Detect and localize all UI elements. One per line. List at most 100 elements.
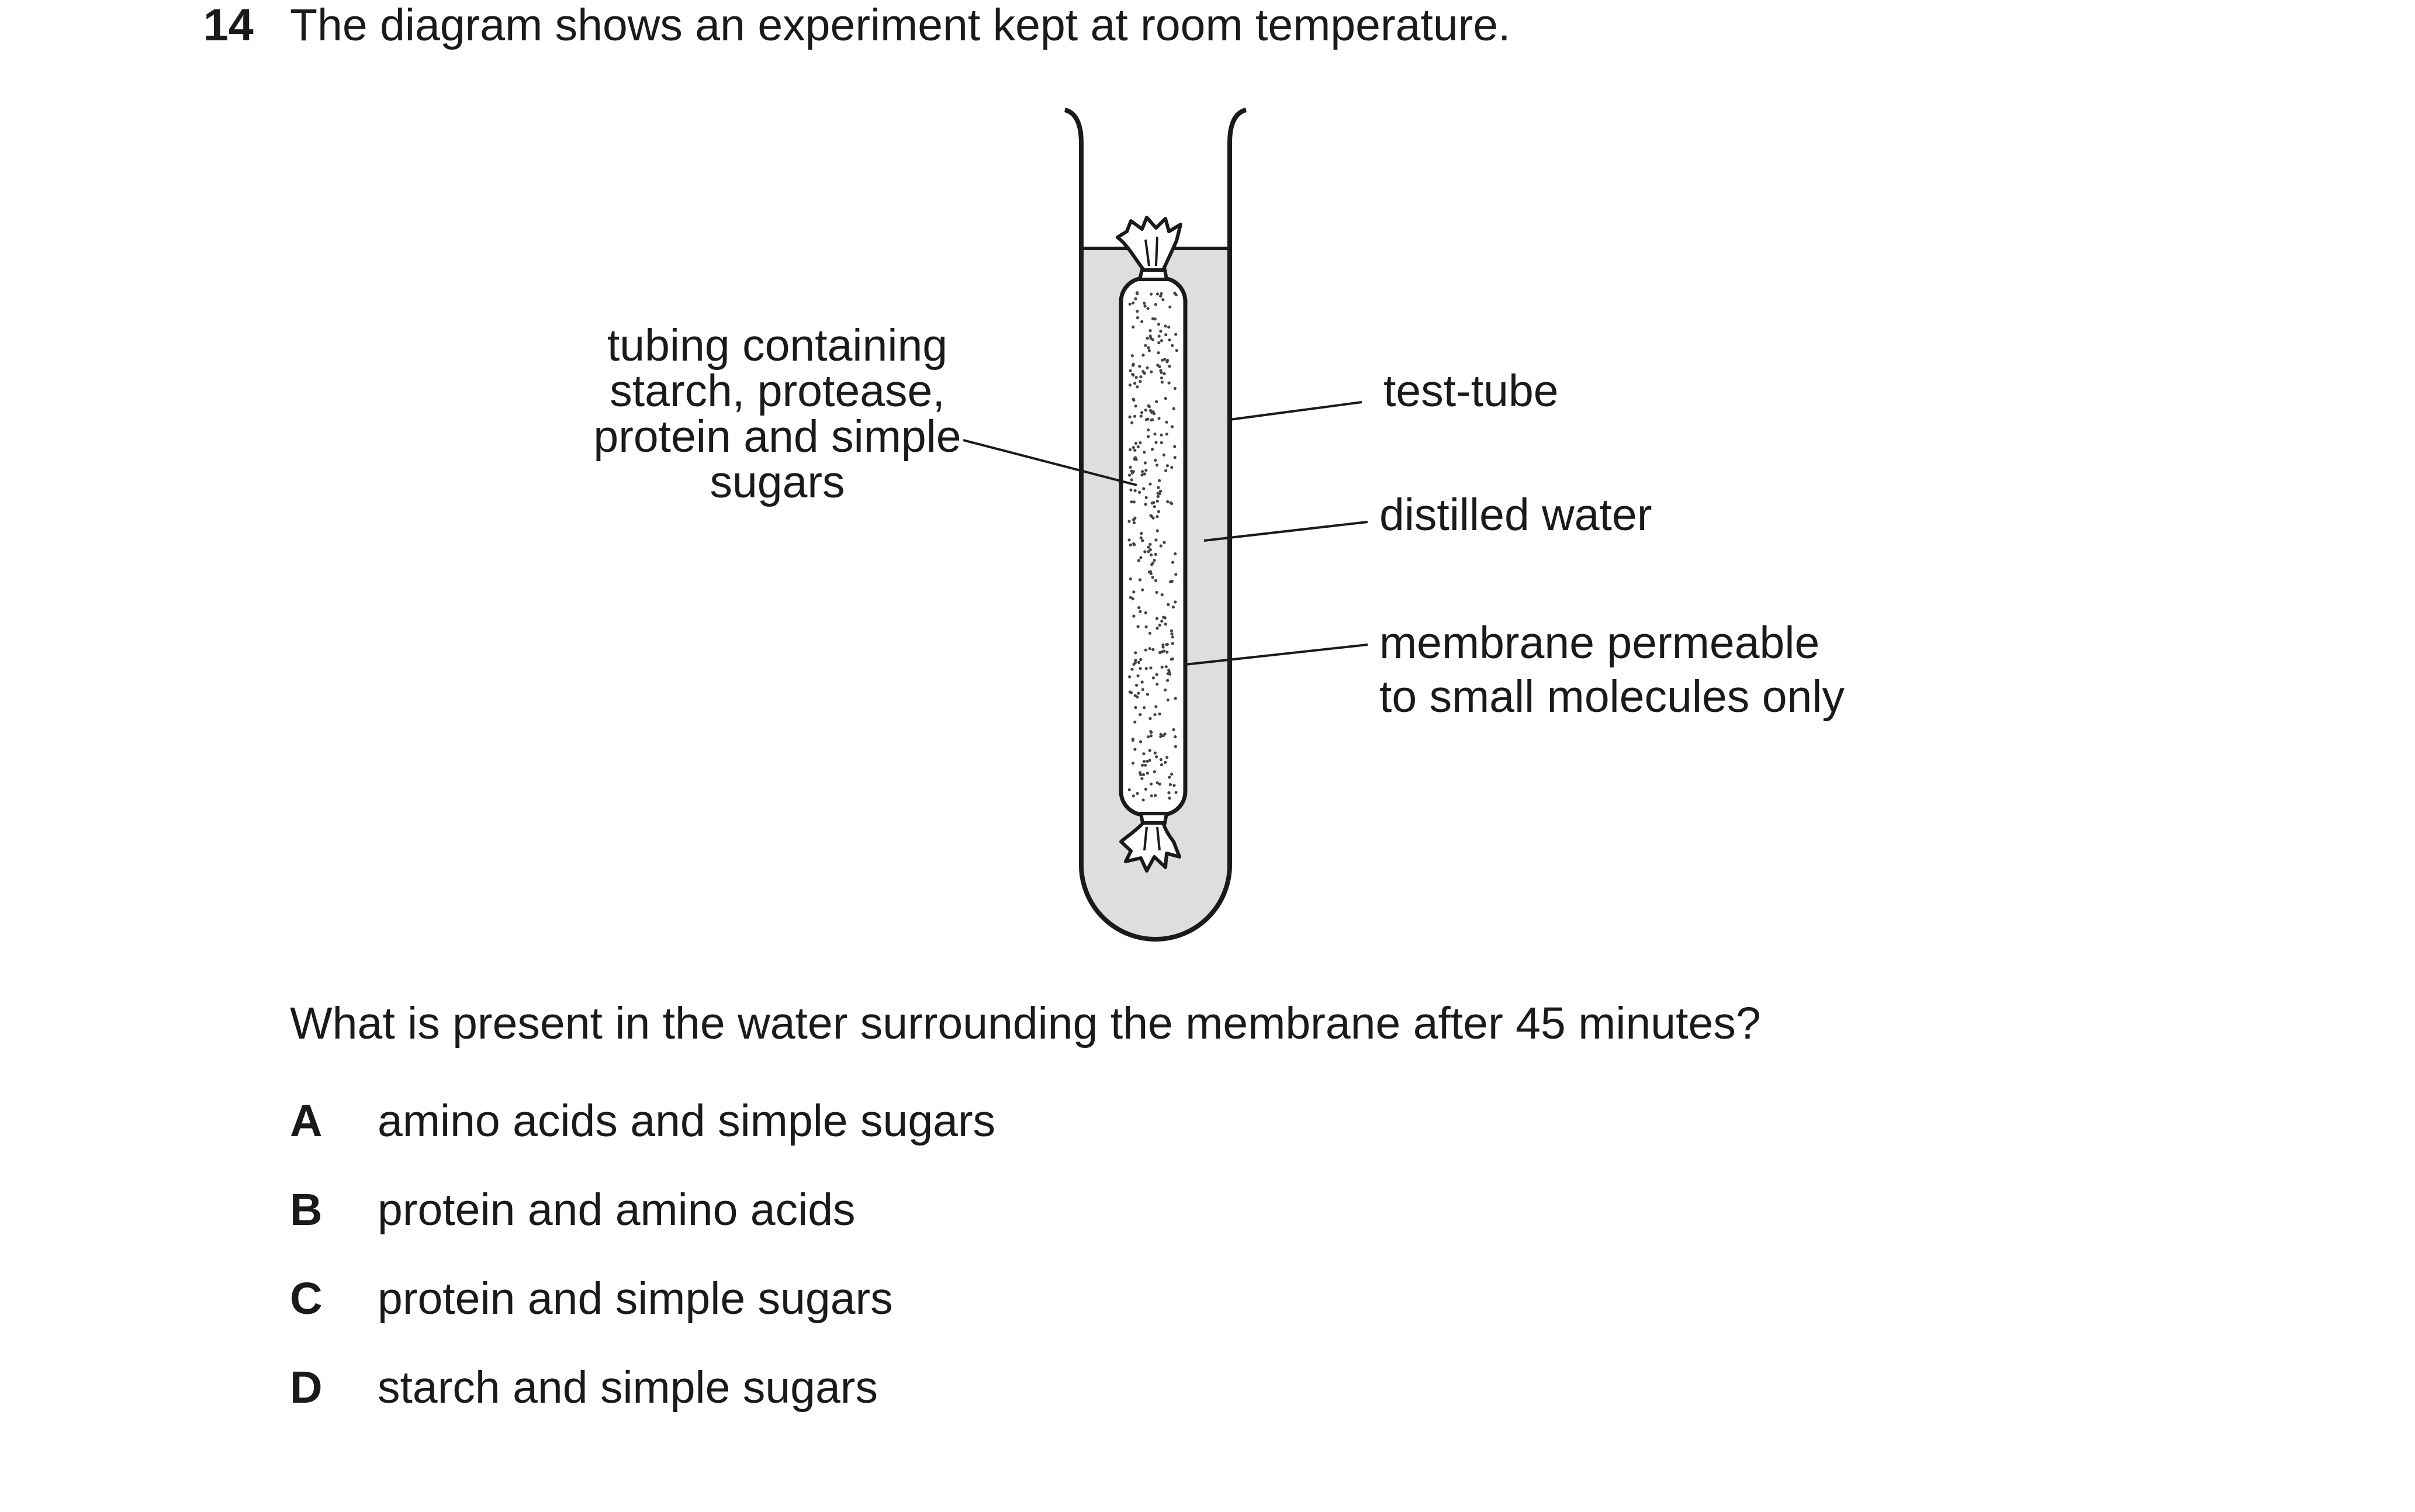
speckle-dot — [1158, 492, 1161, 496]
speckle-dot — [1134, 705, 1137, 710]
test-tube-leader-line — [1229, 401, 1362, 421]
speckle-dot — [1132, 470, 1135, 473]
speckle-dot — [1150, 410, 1154, 414]
speckle-dot — [1155, 515, 1159, 518]
speckle-dot — [1127, 520, 1131, 523]
speckle-dot — [1132, 301, 1135, 305]
speckle-dot — [1154, 303, 1158, 306]
speckle-dot — [1134, 441, 1138, 445]
speckle-dot — [1137, 660, 1141, 664]
speckle-dot — [1171, 635, 1174, 639]
speckle-dot — [1170, 629, 1173, 632]
option-text: protein and amino acids — [378, 1185, 856, 1235]
speckle-dot — [1153, 433, 1157, 436]
speckle-dot — [1148, 570, 1152, 573]
speckle-dot — [1148, 482, 1152, 486]
speckle-dot — [1131, 372, 1134, 376]
speckle-dot — [1143, 461, 1147, 465]
speckle-dot — [1155, 400, 1158, 404]
speckle-dot — [1143, 550, 1147, 553]
speckle-dot — [1151, 576, 1154, 579]
speckle-dot — [1147, 545, 1150, 549]
speckle-dot — [1151, 448, 1154, 451]
speckle-dot — [1165, 464, 1169, 468]
speckle-dot — [1143, 302, 1146, 305]
speckle-dot — [1155, 683, 1159, 686]
speckle-dot — [1174, 697, 1177, 700]
speckle-dot — [1164, 665, 1168, 669]
speckle-dot — [1127, 788, 1131, 791]
speckle-dot — [1147, 435, 1150, 438]
test-tube-label: test-tube — [1383, 366, 1559, 416]
speckle-dot — [1155, 463, 1159, 467]
speckle-dot — [1144, 625, 1148, 629]
speckle-dot — [1139, 667, 1142, 670]
speckle-dot — [1133, 748, 1137, 751]
speckle-dot — [1132, 662, 1136, 666]
speckle-dot — [1146, 771, 1149, 775]
speckle-dot — [1144, 763, 1147, 767]
speckle-dot — [1166, 359, 1170, 362]
speckle-dot — [1173, 445, 1177, 448]
speckle-dot — [1133, 414, 1137, 418]
speckle-dot — [1174, 293, 1178, 297]
speckle-dot — [1173, 456, 1177, 459]
speckle-dot — [1141, 370, 1145, 373]
speckle-dot — [1164, 333, 1168, 337]
speckle-dot — [1141, 539, 1144, 542]
speckle-dot — [1160, 339, 1164, 342]
speckle-dot — [1143, 451, 1146, 454]
speckle-dot — [1164, 688, 1167, 692]
speckle-dot — [1159, 369, 1162, 372]
speckle-dot — [1146, 693, 1149, 696]
speckle-dot — [1148, 631, 1152, 635]
speckle-dot — [1153, 559, 1156, 562]
speckle-dot — [1165, 642, 1169, 646]
speckle-dot — [1144, 667, 1148, 670]
speckle-dot — [1150, 731, 1153, 734]
speckle-dot — [1130, 667, 1134, 671]
speckle-dot — [1154, 538, 1158, 542]
speckle-dot — [1144, 468, 1148, 472]
speckle-dot — [1143, 305, 1147, 308]
speckle-dot — [1144, 503, 1147, 506]
speckle-dot — [1159, 732, 1162, 736]
speckle-dot — [1146, 307, 1150, 310]
speckle-dot — [1148, 759, 1151, 762]
speckle-dot — [1141, 798, 1145, 802]
speckle-dot — [1153, 770, 1156, 774]
speckle-dot — [1159, 735, 1162, 738]
speckle-dot — [1128, 302, 1132, 306]
speckle-dot — [1153, 317, 1157, 321]
speckle-dot — [1165, 651, 1169, 654]
speckle-dot — [1140, 320, 1144, 323]
option-letter: C — [290, 1274, 323, 1324]
speckle-dot — [1146, 366, 1149, 370]
speckle-dot — [1146, 759, 1149, 763]
speckle-dot — [1165, 420, 1168, 424]
speckle-dot — [1174, 791, 1178, 794]
speckle-dot — [1150, 563, 1154, 566]
speckle-dot — [1155, 781, 1159, 784]
speckle-dot — [1139, 536, 1143, 539]
speckle-dot — [1147, 349, 1151, 352]
speckle-dot — [1154, 441, 1158, 444]
speckle-dot — [1139, 375, 1143, 379]
speckle-dot — [1132, 794, 1135, 798]
distilled-water-label: distilled water — [1379, 490, 1652, 540]
speckle-dot — [1160, 620, 1164, 623]
speckle-dot — [1153, 713, 1157, 717]
speckle-dot — [1150, 782, 1153, 786]
speckle-dot — [1158, 365, 1161, 369]
speckle-dot — [1146, 337, 1149, 340]
speckle-dot — [1153, 751, 1157, 755]
question-prompt: What is present in the water surrounding… — [290, 998, 1761, 1049]
speckle-dot — [1167, 791, 1171, 795]
speckle-dot — [1136, 625, 1140, 628]
speckle-dot — [1127, 538, 1131, 542]
speckle-dot — [1164, 760, 1167, 764]
